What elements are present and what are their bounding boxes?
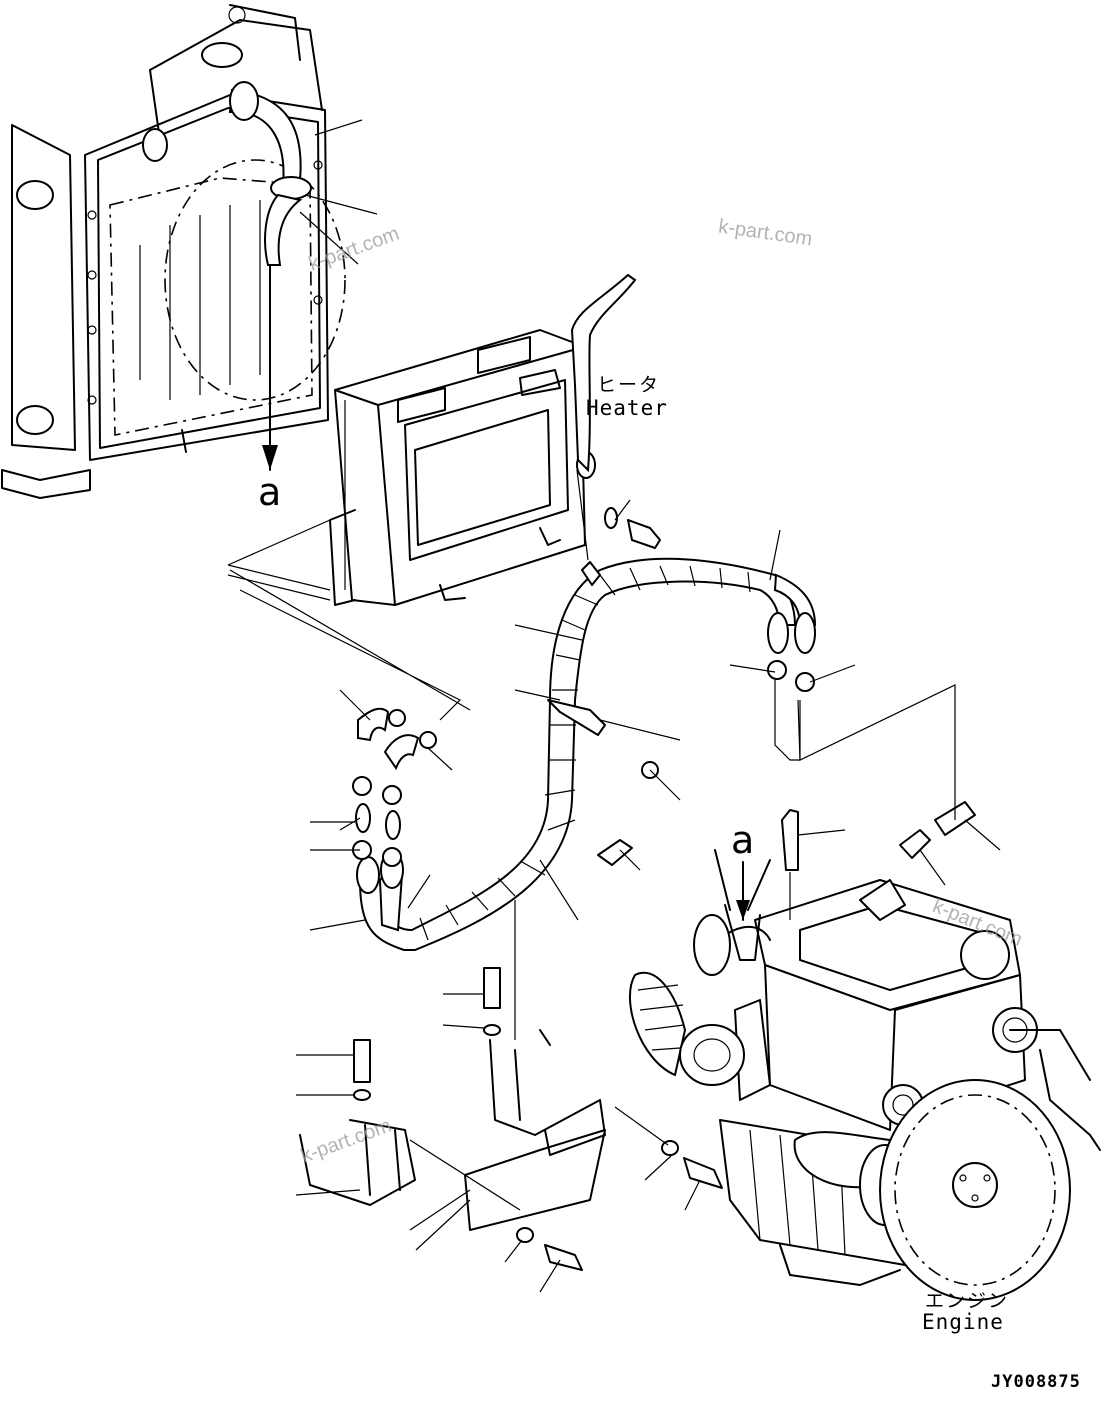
- heater-hose-assembly: [356, 557, 817, 951]
- hose-stubs: [355, 707, 420, 840]
- reference-lines: [227, 519, 956, 1231]
- hose-clamps: [352, 660, 815, 867]
- engine-label: Engine: [922, 1310, 1004, 1334]
- engine: [629, 849, 1101, 1301]
- mounting-brackets: [299, 1029, 606, 1231]
- upper-fitting: [16, 180, 54, 210]
- reference-mark-a-radiator: a: [258, 470, 282, 514]
- heater-wire: [570, 273, 637, 473]
- radiator-cap: [201, 42, 243, 68]
- heater-label-jp: ヒータ: [597, 374, 661, 396]
- engine-label-jp: エンジン: [925, 1290, 1010, 1312]
- radiator-inlet: [142, 128, 168, 162]
- radiator-upper-hose: [228, 81, 312, 266]
- leader-line: [299, 119, 378, 265]
- lower-fitting: [16, 405, 54, 435]
- leader-line: [295, 469, 1001, 1293]
- reference-mark-a-engine: a: [731, 818, 755, 862]
- radiator: [1, 4, 346, 499]
- heater-label: Heater: [586, 396, 668, 420]
- drawing-code: JY008875: [991, 1372, 1081, 1392]
- heater-unit: [329, 329, 596, 606]
- fasteners: [353, 507, 976, 1271]
